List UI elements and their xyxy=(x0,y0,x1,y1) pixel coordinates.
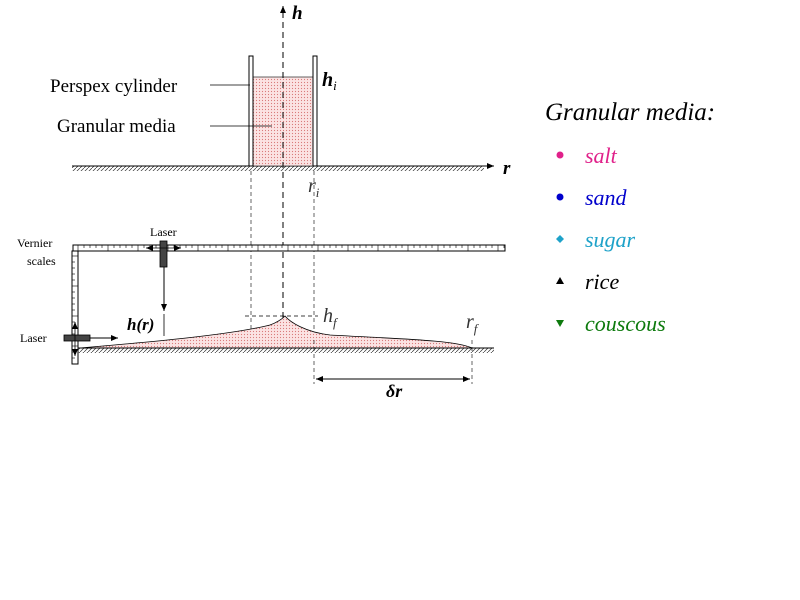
legend-marker-triangle-up xyxy=(556,277,564,284)
top-laser-device xyxy=(159,240,168,268)
rf-label: rf xyxy=(466,311,480,336)
cylinder-left-wall xyxy=(248,55,254,167)
legend-item-couscous: couscous xyxy=(556,311,666,336)
legend-marker-circle xyxy=(556,151,564,159)
delta-r-label: δr xyxy=(386,381,403,401)
legend-title: Granular media: xyxy=(545,99,715,126)
ri-label: ri xyxy=(308,175,320,200)
vernier-label-line2: scales xyxy=(27,254,56,268)
vernier-label-line1: Vernier xyxy=(17,236,52,250)
hi-label: hi xyxy=(322,69,337,93)
legend-marker-circle xyxy=(556,193,564,201)
top-laser-label: Laser xyxy=(150,225,177,239)
legend-label: couscous xyxy=(585,311,666,336)
legend-label: sand xyxy=(585,185,628,210)
bottom-ground-hatch xyxy=(78,348,494,353)
h-axis-label: h xyxy=(292,3,303,24)
cylinder-right-wall xyxy=(312,55,318,167)
r-axis-label: r xyxy=(503,158,511,179)
horizontal-vernier-scale xyxy=(72,244,506,252)
legend-item-salt: salt xyxy=(556,143,618,168)
final-deposit-profile xyxy=(79,315,473,349)
left-laser-label: Laser xyxy=(20,331,47,345)
top-schematic: h r Perspex cylinder Granular media hi r… xyxy=(50,3,511,348)
legend-label: salt xyxy=(585,143,618,168)
legend-item-sugar: sugar xyxy=(556,227,636,252)
cylinder-label: Perspex cylinder xyxy=(50,76,178,97)
top-ground-hatch xyxy=(72,166,484,171)
legend-marker-triangle-down xyxy=(556,320,564,327)
left-laser-device xyxy=(63,334,91,342)
granular-media-label: Granular media xyxy=(57,116,176,137)
bottom-schematic: Vernier scales Laser Laser h(r) hf rf δr xyxy=(17,225,506,401)
legend-marker-diamond xyxy=(556,235,564,243)
hf-label: hf xyxy=(323,305,339,330)
legend-item-sand: sand xyxy=(556,185,628,210)
legend-label: sugar xyxy=(585,227,636,252)
legend: Granular media: salt sand sugar rice couscou… xyxy=(545,99,715,336)
legend-label: rice xyxy=(585,269,619,294)
legend-item-rice: rice xyxy=(556,269,619,294)
hr-label: h(r) xyxy=(127,315,154,334)
